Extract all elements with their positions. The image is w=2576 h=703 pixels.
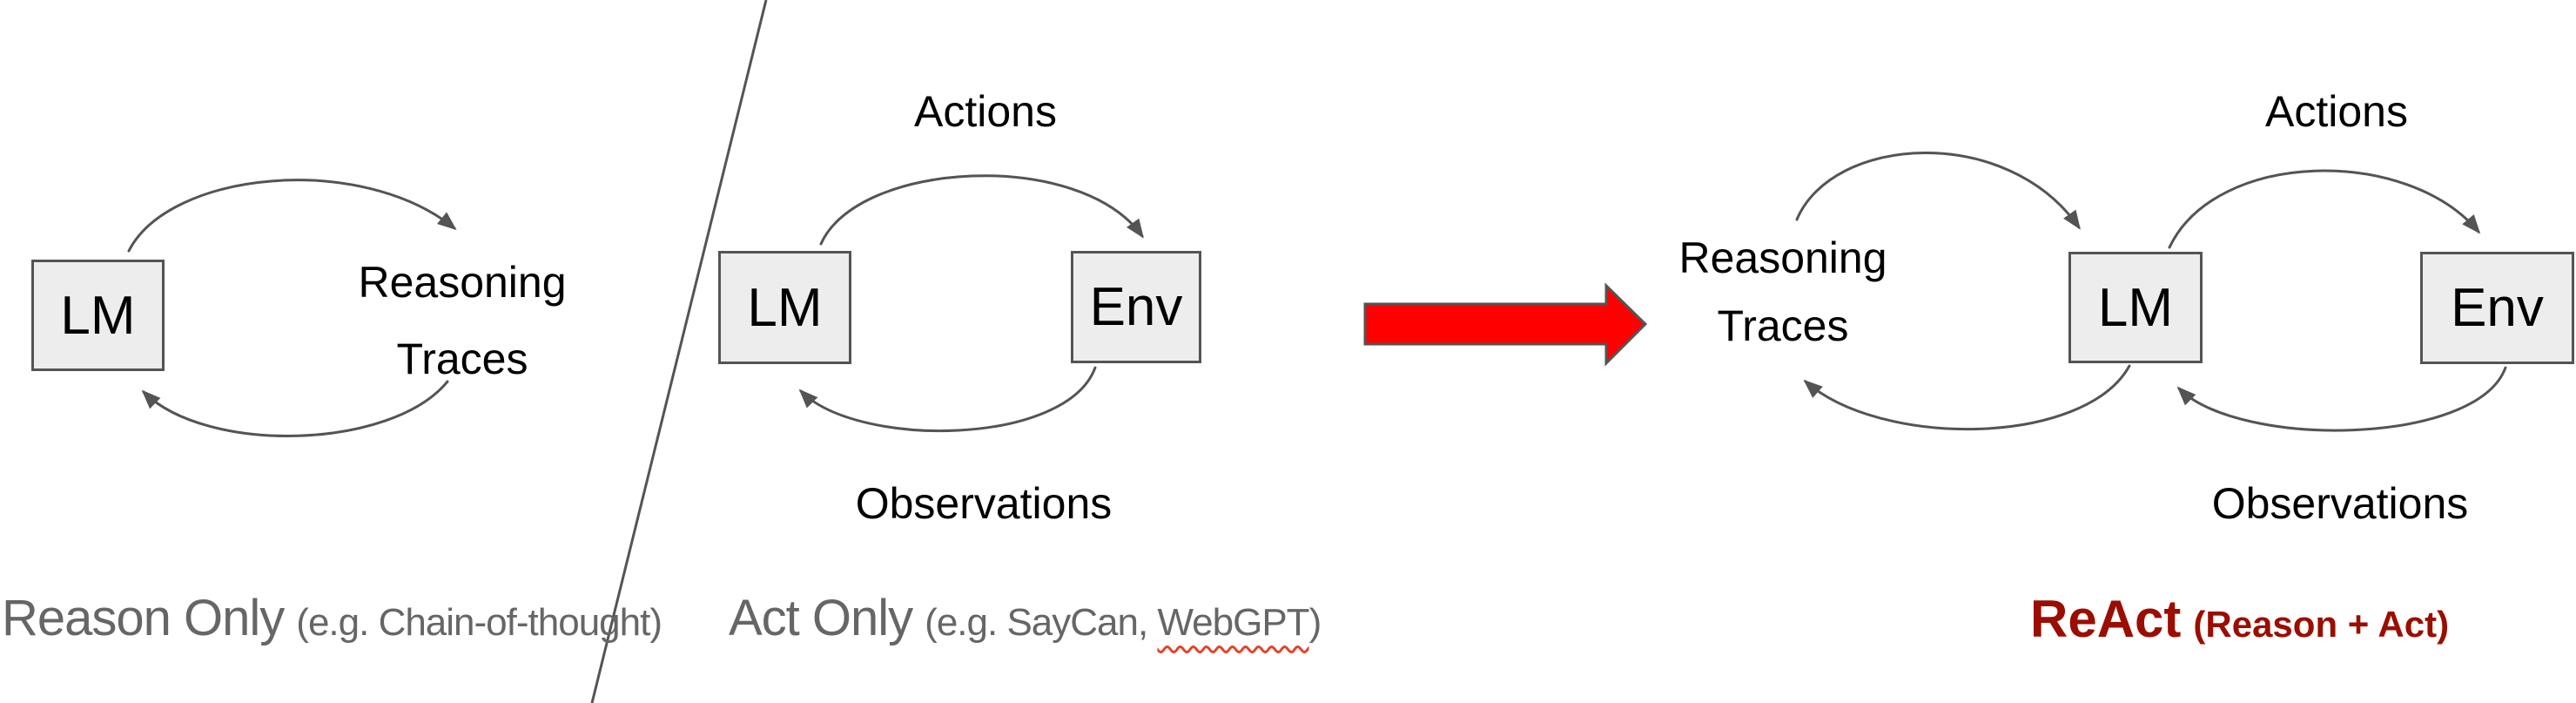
reason-only-caption: Reason Only (e.g. Chain-of-thought)	[2, 589, 662, 647]
reason-only-caption-main: Reason Only	[2, 590, 285, 646]
env-node: Env	[2420, 252, 2574, 364]
lm-node-label: LM	[747, 277, 823, 338]
react-act-cycle-bottom-arrow	[2176, 366, 2507, 432]
lm-node-label: LM	[60, 285, 136, 346]
react-caption-detail: (Reason + Act)	[2193, 604, 2450, 645]
observations-label: Observations	[2211, 479, 2469, 528]
lm-node: LM	[31, 260, 165, 371]
lm-node: LM	[2068, 252, 2203, 363]
observations-label: Observations	[855, 479, 1113, 528]
reasoning-traces-line2: Traces	[396, 335, 528, 383]
act-only-caption-main: Act Only	[729, 590, 913, 646]
lm-node-label: LM	[2097, 277, 2174, 338]
panel-divider-line	[590, 0, 768, 703]
env-node-label: Env	[1089, 277, 1183, 337]
react-reason-cycle-top-arrow	[1795, 152, 2081, 230]
reason-cycle-bottom-arrow	[141, 380, 449, 437]
act-only-caption-detail-suffix: )	[1308, 601, 1322, 644]
reason-only-caption-detail: (e.g. Chain-of-thought)	[296, 601, 662, 644]
reasoning-traces-label: Reasoning Traces	[288, 260, 636, 381]
reasoning-traces-label: Reasoning Traces	[1609, 236, 1957, 348]
lm-node: LM	[718, 251, 851, 364]
reason-cycle-top-arrow	[127, 179, 457, 253]
act-only-caption-webgpt-misspelling: WebGPT	[1157, 601, 1309, 644]
react-caption: ReAct (Reason + Act)	[2030, 589, 2449, 649]
reasoning-traces-line2: Traces	[1717, 301, 1849, 350]
env-node-label: Env	[2451, 278, 2544, 338]
reasoning-traces-line1: Reasoning	[358, 258, 567, 307]
react-caption-main: ReAct	[2030, 590, 2182, 648]
act-cycle-bottom-arrow	[798, 366, 1097, 432]
actions-label: Actions	[2265, 87, 2408, 136]
react-reason-cycle-bottom-arrow	[1803, 364, 2131, 431]
reasoning-traces-line1: Reasoning	[1678, 233, 1887, 282]
act-only-caption-detail: (e.g. SayCan, WebGPT)	[925, 601, 1322, 645]
transform-arrow	[1363, 282, 1648, 367]
act-only-caption-detail-prefix: (e.g. SayCan,	[925, 601, 1148, 644]
actions-label: Actions	[914, 87, 1057, 136]
react-act-cycle-top-arrow	[2168, 169, 2481, 249]
env-node: Env	[1071, 251, 1201, 363]
act-only-caption: Act Only (e.g. SayCan, WebGPT)	[729, 589, 1322, 647]
act-cycle-top-arrow	[819, 174, 1144, 246]
